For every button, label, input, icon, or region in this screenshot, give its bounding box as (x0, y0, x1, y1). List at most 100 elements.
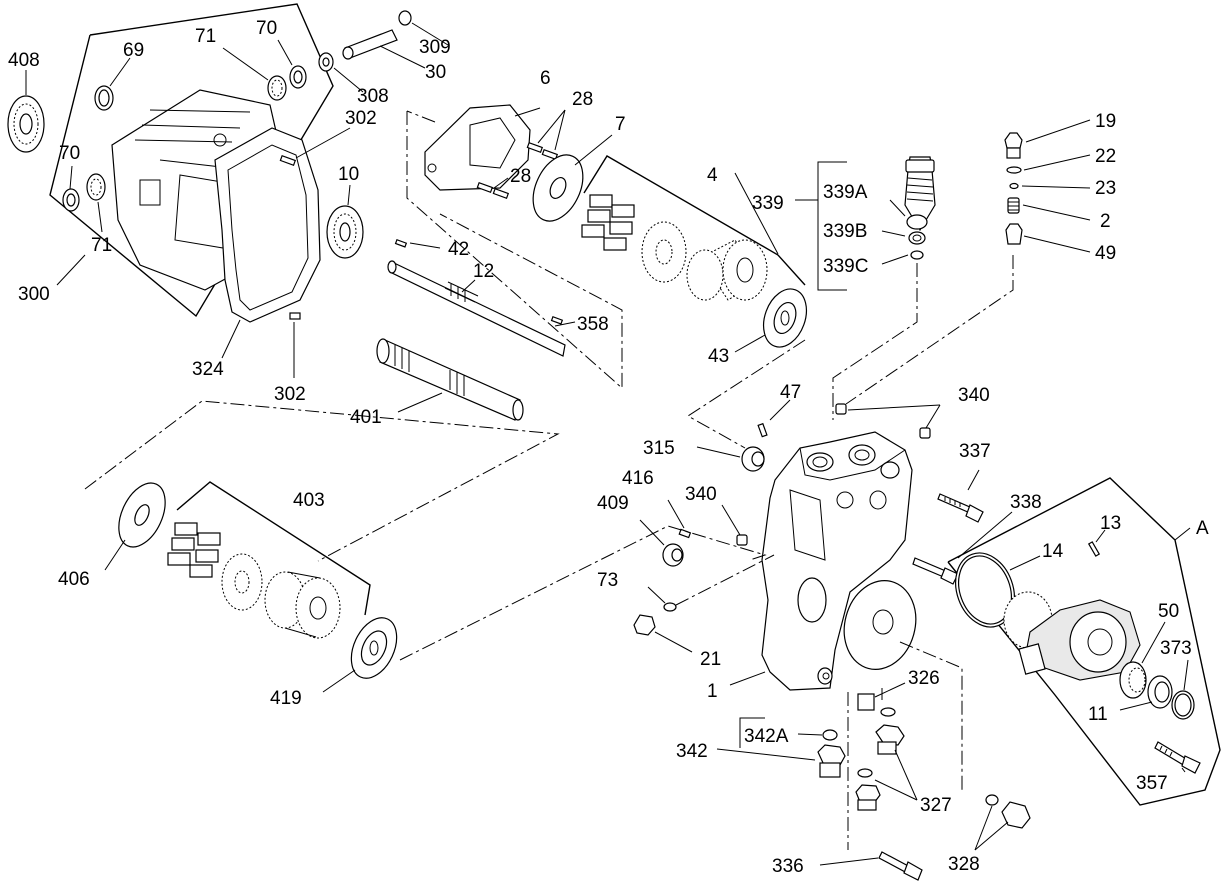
pistons-403 (167, 522, 221, 578)
bearing-50 (1119, 661, 1147, 699)
label-300: 300 (18, 284, 50, 305)
plug-340-right (919, 427, 931, 439)
label-23: 23 (1095, 178, 1116, 199)
dowel-pin-302-top (279, 154, 297, 166)
label-401: 401 (350, 407, 382, 428)
label-338: 338 (1010, 492, 1042, 513)
label-7: 7 (615, 114, 626, 135)
label-337: 337 (959, 441, 991, 462)
pump-body-1 (721, 399, 941, 691)
shaft-401 (376, 338, 524, 421)
label-340-left: 340 (685, 484, 717, 505)
rotating-group-403 (104, 481, 371, 639)
plug-340-top (835, 403, 847, 415)
label-11: 11 (1088, 704, 1108, 725)
pin-30-assembly (318, 10, 449, 93)
label-71-left: 71 (91, 235, 112, 256)
fittings-328 (974, 794, 1031, 851)
seal-70-top (289, 65, 307, 89)
backup-ring-339B (908, 231, 926, 245)
label-10: 10 (338, 164, 359, 185)
bolt-357 (1154, 741, 1201, 774)
label-403: 403 (293, 490, 325, 511)
plug-21 (633, 586, 693, 653)
label-70-left: 70 (59, 143, 80, 164)
label-43: 43 (708, 346, 729, 367)
valve-plate-419 (322, 617, 398, 693)
retaining-ring-309 (398, 10, 412, 26)
bolt-338 (912, 511, 1013, 585)
label-340-top: 340 (958, 385, 990, 406)
fittings-326-327 (855, 682, 918, 811)
key-358 (550, 315, 564, 325)
label-336: 336 (772, 856, 804, 877)
callout-labels: 408 69 71 70 309 30 308 6 28 302 7 28 70… (8, 18, 1209, 877)
seal-11 (1147, 675, 1173, 709)
o-ring-23 (1009, 182, 1019, 190)
label-328: 328 (948, 854, 980, 875)
pin-13 (1087, 541, 1101, 557)
label-13: 13 (1100, 513, 1121, 534)
shaft-12 (387, 238, 576, 357)
pin-416 (678, 528, 692, 539)
plug-340-left (736, 534, 748, 546)
label-A: A (1196, 518, 1209, 539)
bushing-69 (94, 85, 114, 111)
plug-stack-19 (1004, 119, 1091, 253)
label-49: 49 (1095, 243, 1116, 264)
label-50: 50 (1158, 601, 1179, 622)
poppet-49 (1005, 223, 1023, 245)
label-22: 22 (1095, 146, 1116, 167)
bearing-71-left (86, 173, 106, 201)
fittings-342 (716, 717, 846, 778)
label-28-top: 28 (572, 89, 593, 110)
cover-group-A (947, 477, 1221, 806)
label-302-top: 302 (345, 108, 377, 129)
bolt-337 (937, 469, 984, 523)
bushing-315 (696, 446, 765, 472)
o-ring-342A (822, 729, 838, 741)
label-326: 326 (908, 668, 940, 689)
label-69: 69 (123, 40, 144, 61)
label-14: 14 (1042, 541, 1064, 562)
relief-valve-339 (795, 156, 936, 291)
pins-28 (476, 109, 566, 199)
label-315: 315 (643, 438, 675, 459)
label-47: 47 (780, 382, 801, 403)
gerotor-cover (1003, 591, 1141, 681)
label-28-bottom: 28 (510, 166, 531, 187)
label-408: 408 (8, 50, 40, 71)
o-ring-22 (1006, 166, 1022, 174)
label-342A: 342A (744, 726, 789, 747)
bolt-336 (819, 851, 923, 881)
label-357: 357 (1136, 773, 1168, 794)
label-73: 73 (597, 570, 618, 591)
pistons-4 (581, 194, 635, 251)
pin-47 (757, 422, 768, 438)
bearing-408 (7, 95, 45, 153)
label-409: 409 (597, 493, 629, 514)
label-71-top: 71 (195, 26, 216, 47)
label-324: 324 (192, 359, 224, 380)
o-ring-339A (906, 214, 928, 230)
label-419: 419 (270, 688, 302, 709)
label-358: 358 (577, 314, 609, 335)
label-327: 327 (920, 795, 952, 816)
label-21: 21 (700, 649, 721, 670)
key-42 (394, 238, 408, 248)
seal-70-left (62, 188, 80, 212)
label-339: 339 (752, 193, 784, 214)
label-1: 1 (707, 681, 718, 702)
thrust-plate-406 (118, 482, 166, 548)
label-339C: 339C (823, 256, 868, 277)
label-12: 12 (473, 261, 494, 282)
housing-group-300 (7, 3, 351, 378)
label-30: 30 (425, 62, 446, 83)
label-6: 6 (540, 68, 551, 89)
swashplate-6 (424, 104, 541, 191)
label-416: 416 (622, 468, 654, 489)
o-ring-339C (910, 250, 924, 260)
label-309: 309 (419, 37, 451, 58)
fitting-326 (857, 693, 875, 711)
